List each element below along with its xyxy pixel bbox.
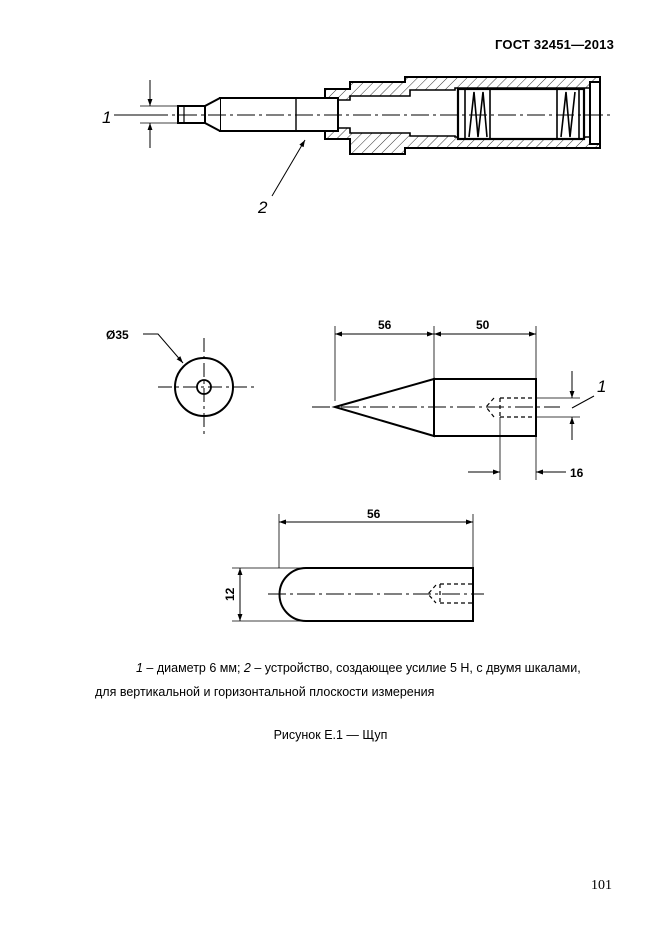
caption-line-1: 1 – диаметр 6 мм; 2 – устройство, создаю… <box>95 656 615 680</box>
caption-item1-number: 1 <box>136 661 143 675</box>
caption-line-2: для вертикальной и горизонтальной плоско… <box>95 685 435 699</box>
label-1-top: 1 <box>102 108 111 127</box>
dimension-cylinder-length: 50 <box>476 318 490 332</box>
rounded-probe-view <box>232 514 484 622</box>
figure-caption: 1 – диаметр 6 мм; 2 – устройство, создаю… <box>95 656 615 704</box>
figure-title: Рисунок Е.1 — Щуп <box>273 728 388 742</box>
page-number: 101 <box>591 878 612 893</box>
caption-item2-number: 2 <box>243 661 251 675</box>
standard-header: ГОСТ 32451—2013 <box>495 37 614 52</box>
cone-probe-view <box>312 326 595 480</box>
probe-end-view <box>143 333 256 437</box>
label-1-right: 1 <box>597 377 606 396</box>
dimension-rounded-length: 56 <box>367 507 381 521</box>
caption-item2-text: – устройство, создающее усилие 5 Н, с дв… <box>250 661 581 675</box>
dimension-height: 12 <box>223 587 237 601</box>
probe-device-view <box>114 76 612 197</box>
caption-item1-text: – диаметр 6 мм; <box>142 661 244 675</box>
label-2: 2 <box>257 198 268 217</box>
dimension-hole-depth: 16 <box>570 466 584 480</box>
dimension-diameter: Ø35 <box>106 328 129 342</box>
dimension-cone-length: 56 <box>378 318 392 332</box>
